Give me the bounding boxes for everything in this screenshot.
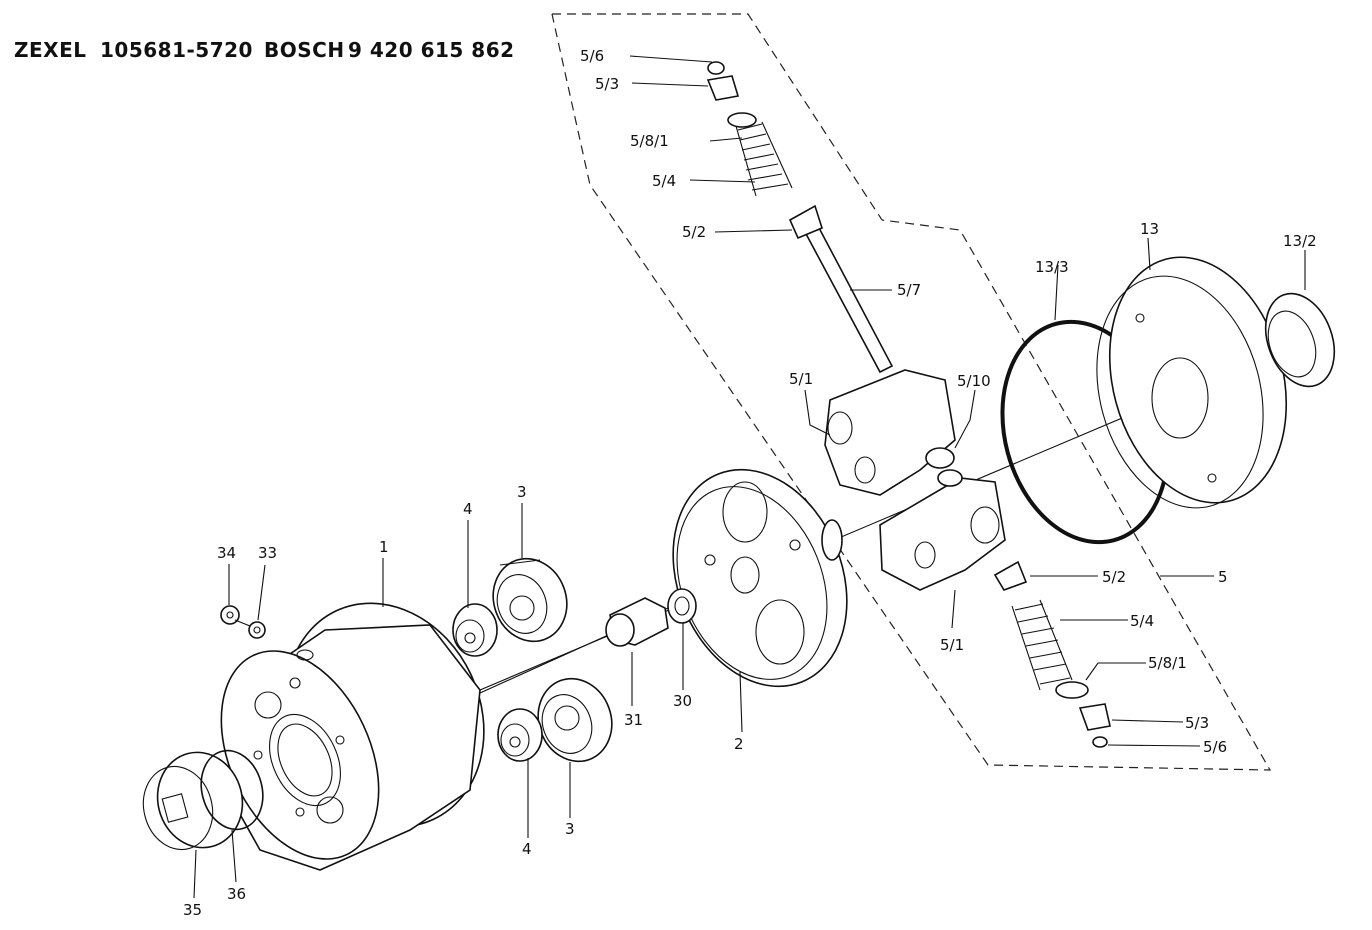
plunger-bushing-lower bbox=[537, 677, 613, 763]
label-5-2-lower: 5/2 bbox=[1102, 568, 1126, 586]
label-13-2: 13/2 bbox=[1283, 232, 1317, 250]
label-5: 5 bbox=[1218, 568, 1228, 586]
label-5-6: 5/6 bbox=[580, 47, 604, 65]
label-2: 2 bbox=[734, 735, 744, 753]
rod-part bbox=[803, 224, 894, 374]
nut-part bbox=[605, 597, 669, 647]
washer-part bbox=[667, 588, 697, 624]
spring-stack-upper bbox=[706, 61, 823, 240]
label-4: 4 bbox=[463, 500, 473, 518]
label-5-8-1: 5/8/1 bbox=[630, 132, 669, 150]
subassembly-boundary bbox=[551, 13, 1272, 771]
brand-bosch: BOSCH bbox=[264, 38, 345, 62]
label-13-3: 13/3 bbox=[1035, 258, 1069, 276]
distributor-head-upper bbox=[824, 369, 956, 496]
part-number-bosch: 9 420 615 862 bbox=[348, 38, 515, 62]
label-5-3-lower: 5/3 bbox=[1185, 714, 1209, 732]
label-5-7: 5/7 bbox=[897, 281, 921, 299]
label-1: 1 bbox=[379, 538, 389, 556]
seal-upper bbox=[452, 603, 498, 657]
label-5-2: 5/2 bbox=[682, 223, 706, 241]
part-number-zexel: 105681-5720 bbox=[100, 38, 253, 62]
screw-washer-part bbox=[248, 621, 266, 639]
distributor-head-lower bbox=[879, 477, 1006, 591]
leader-lines bbox=[193, 55, 1306, 899]
label-5-4: 5/4 bbox=[652, 172, 676, 190]
label-5-8-1-lower: 5/8/1 bbox=[1148, 654, 1187, 672]
seal-ring-part bbox=[1264, 292, 1336, 388]
callout-labels: 5/6 5/3 5/8/1 5/4 5/2 5/7 5/1 5/10 13 13… bbox=[183, 47, 1317, 919]
plunger-bushing-upper bbox=[492, 557, 568, 643]
label-5-4-lower: 5/4 bbox=[1130, 612, 1154, 630]
label-31: 31 bbox=[624, 711, 643, 729]
label-13: 13 bbox=[1140, 220, 1159, 238]
spring-stack-lower bbox=[993, 560, 1111, 748]
label-5-1-lower: 5/1 bbox=[940, 636, 964, 654]
label-5-1: 5/1 bbox=[789, 370, 813, 388]
label-5-10: 5/10 bbox=[957, 372, 991, 390]
label-5-6-lower: 5/6 bbox=[1203, 738, 1227, 756]
label-3: 3 bbox=[517, 483, 527, 501]
label-33: 33 bbox=[258, 544, 277, 562]
cam-plate-part bbox=[672, 468, 848, 688]
label-35: 35 bbox=[183, 901, 202, 919]
cover-part bbox=[1096, 256, 1288, 509]
screw-part bbox=[220, 605, 256, 629]
label-34: 34 bbox=[217, 544, 236, 562]
o-ring-plug bbox=[200, 749, 264, 831]
brand-zexel: ZEXEL bbox=[14, 38, 87, 62]
label-3-lower: 3 bbox=[565, 820, 575, 838]
label-36: 36 bbox=[227, 885, 246, 903]
coupling-part bbox=[925, 447, 963, 487]
label-30: 30 bbox=[673, 692, 692, 710]
seal-lower bbox=[497, 708, 543, 762]
label-5-3: 5/3 bbox=[595, 75, 619, 93]
label-4-lower: 4 bbox=[522, 840, 532, 858]
